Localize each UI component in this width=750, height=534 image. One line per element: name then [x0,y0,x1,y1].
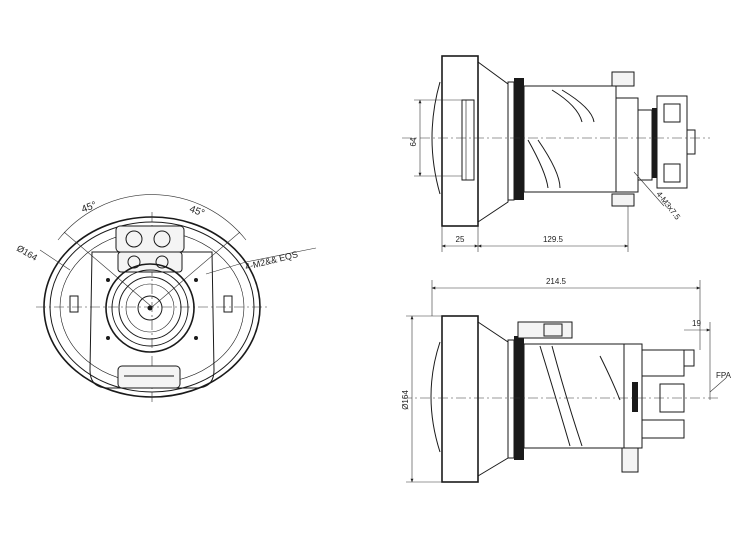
top-screw-note: 4-M3x7.5 [654,190,682,222]
top-dim-length: 129.5 [543,235,564,244]
top-dim-flange: 25 [456,235,465,244]
front-view: 45° 45° Ø164 4-M2&& EQS [15,194,317,402]
front-bolt-note: 4-M2&& EQS [244,249,299,272]
side-view-top: 64 25 129.5 4-M3x7.5 [402,55,710,252]
side-view-bottom: 214.5 19 Ø164 FPA [401,277,732,483]
front-angle-left: 45° [80,200,98,216]
front-angle-right: 45° [188,204,206,220]
bottom-dim-diameter: Ø164 [401,390,410,410]
top-dim-height: 64 [409,137,418,146]
bottom-dim-overall: 214.5 [546,277,567,286]
front-diameter-label: Ø164 [15,243,39,263]
bottom-fpa-label: FPA [716,371,732,380]
bottom-dim-back: 19 [692,319,701,328]
